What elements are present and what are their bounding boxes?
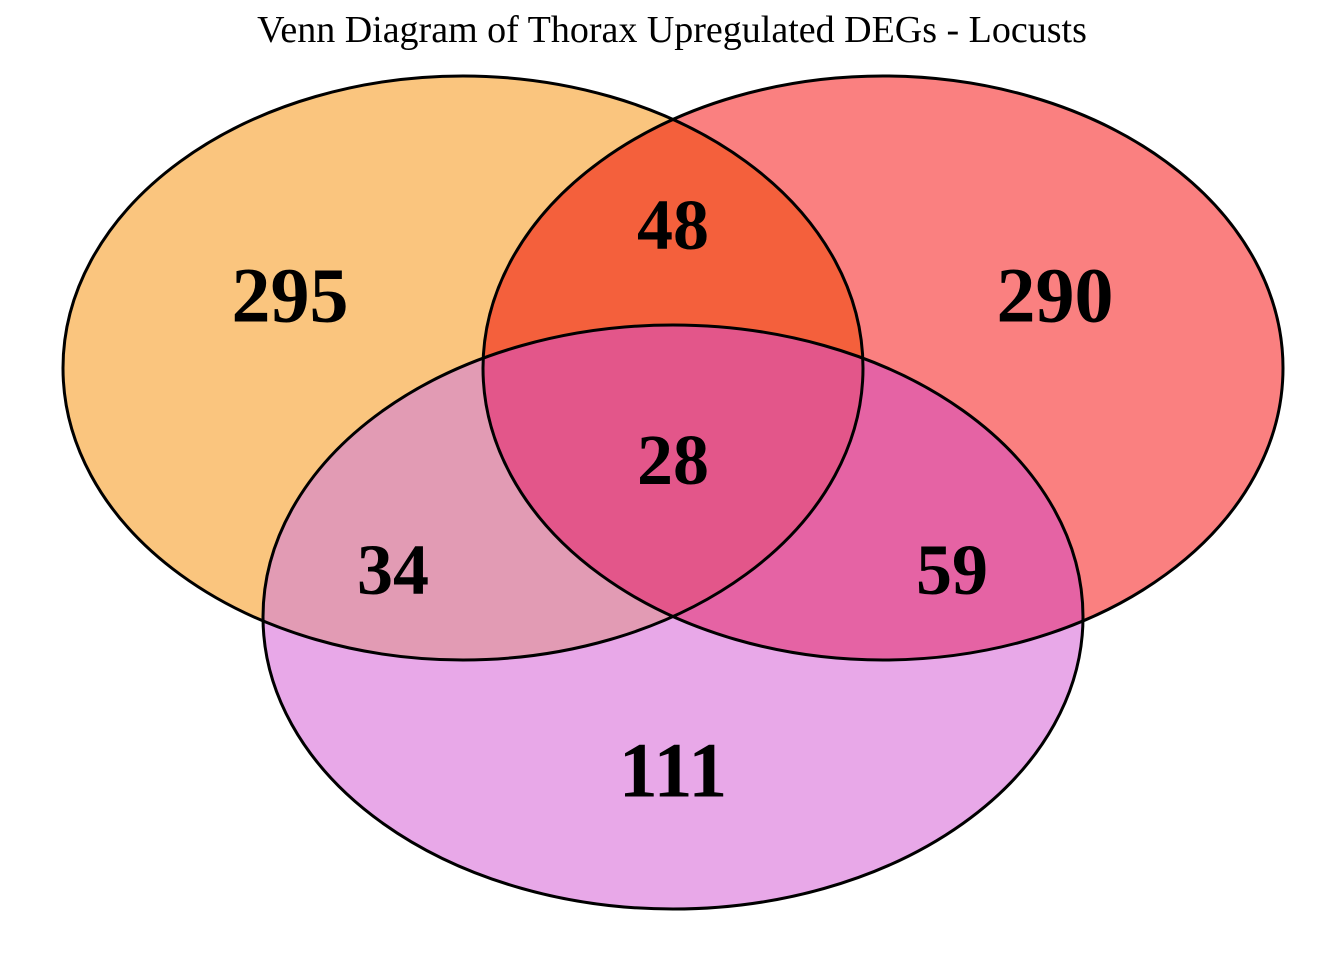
venn-count-right-only: 290 — [997, 252, 1114, 339]
venn-count-left-only: 295 — [232, 252, 349, 339]
venn-outlines — [61, 74, 1285, 911]
venn-region-labels: 295 290 111 48 34 59 28 — [232, 185, 1114, 814]
venn-count-all-three: 28 — [637, 420, 709, 500]
venn-count-left-right: 48 — [637, 185, 709, 265]
venn-count-left-bottom: 34 — [357, 530, 429, 610]
venn-set-left-outline — [61, 74, 865, 662]
venn-count-bottom-only: 111 — [619, 727, 727, 814]
venn-set-right-outline — [481, 74, 1285, 662]
venn-count-right-bottom: 59 — [916, 530, 988, 610]
page-title: Venn Diagram of Thorax Upregulated DEGs … — [257, 9, 1087, 51]
venn-set-bottom-outline — [261, 323, 1085, 911]
